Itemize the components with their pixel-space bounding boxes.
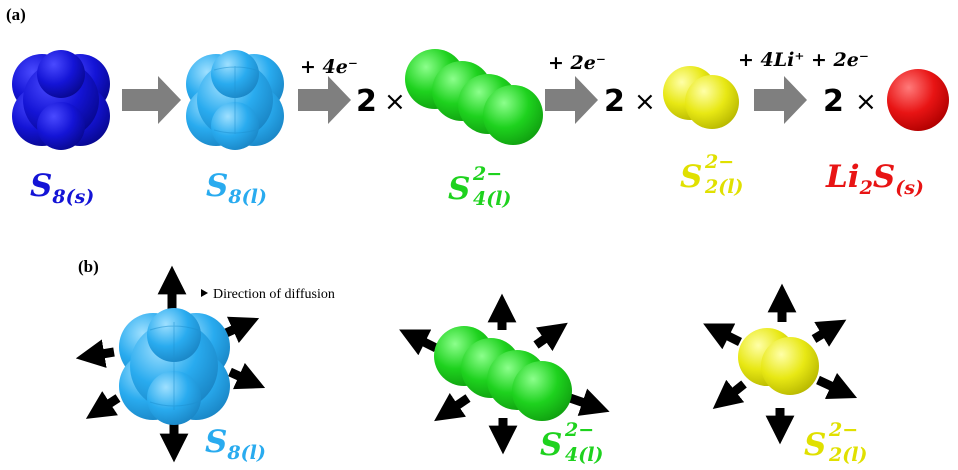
species-name: S	[680, 159, 702, 195]
species-sub: 2(l)	[704, 176, 743, 198]
times-sign-step-4: ×	[855, 87, 877, 117]
species-sub: 4(l)	[473, 188, 511, 210]
species-sup: 2−	[828, 419, 858, 441]
species-sub: 4(l)	[565, 444, 603, 466]
legend-marker-icon	[201, 289, 208, 297]
species-sub: 8(l)	[227, 186, 266, 208]
diffusion-arrow	[75, 339, 115, 368]
coefficient-step-4: 2	[823, 84, 844, 119]
species-label-b-s8-liquid: S8(l)	[205, 424, 266, 464]
species-sub: 8(l)	[226, 442, 265, 464]
diffusion-arrow	[85, 391, 121, 419]
s8-solid-molecule-icon	[12, 50, 110, 150]
species-label-b-s4: S 2− 4(l)	[540, 419, 603, 466]
reaction-arrow-4	[754, 76, 807, 124]
diffusion-arrow	[228, 362, 266, 390]
li2s-particle-icon	[887, 69, 949, 131]
species-sub: 2(l)	[828, 444, 867, 466]
species-label-li2s: Li2S(s)	[825, 159, 924, 199]
s4-chain-diffusing-icon	[399, 293, 610, 455]
diffusion-arrow	[811, 319, 847, 347]
coefficient-step-3: 2	[604, 84, 625, 119]
species-label-s4: S 2− 4(l)	[448, 163, 511, 210]
diffusion-arrow	[568, 388, 610, 416]
species-label-s2: S 2− 2(l)	[680, 151, 743, 198]
species-mid-name: S	[873, 159, 895, 195]
legend-direction-of-diffusion: Direction of diffusion	[213, 287, 335, 302]
reaction-arrow-2	[298, 76, 351, 124]
species-label-s8-liquid: S8(l)	[206, 168, 267, 208]
diffusion-arrow	[703, 323, 743, 350]
species-sub: (s)	[895, 177, 924, 199]
species-sup: 2−	[472, 163, 502, 185]
s8-liquid-molecule-icon	[186, 50, 284, 150]
coefficient-step-2: 2	[356, 84, 377, 119]
reaction-label-step-3: + 2e⁻	[548, 52, 606, 74]
s2-molecule-icon	[663, 66, 739, 129]
species-name: S	[30, 168, 52, 204]
species-sup: 2−	[704, 151, 734, 173]
diffusion-arrow	[399, 329, 439, 356]
species-label-b-s2: S 2− 2(l)	[804, 419, 867, 466]
species-sup: 2−	[564, 419, 594, 441]
diffusion-arrow	[533, 322, 568, 352]
times-sign-step-2: ×	[384, 87, 406, 117]
diffusion-arrow	[224, 316, 260, 344]
species-name: S	[448, 171, 470, 207]
s8-liquid-diffusing-icon	[75, 265, 266, 463]
reaction-label-step-2: + 4e⁻	[300, 56, 358, 78]
species-mid: 2	[859, 177, 873, 199]
panel-a-label: (a)	[6, 5, 26, 24]
species-sub: 8(s)	[51, 186, 94, 208]
species-name: S	[804, 427, 826, 463]
reaction-arrow-3	[545, 76, 598, 124]
diffusion-arrow	[712, 379, 747, 409]
species-name: Li	[825, 159, 860, 195]
times-sign-step-3: ×	[634, 87, 656, 117]
reaction-arrow-1	[122, 76, 181, 124]
s2-diffusing-icon	[703, 283, 858, 445]
species-label-s8-solid: S8(s)	[30, 168, 94, 208]
species-name: S	[205, 424, 227, 460]
s4-chain-molecule-icon	[405, 49, 543, 145]
diffusion-arrow	[434, 392, 471, 422]
diffusion-arrow	[816, 372, 858, 400]
reaction-label-step-4: + 4Li⁺ + 2e⁻	[738, 49, 869, 71]
species-name: S	[206, 168, 228, 204]
species-name: S	[540, 427, 562, 463]
panel-b-label: (b)	[78, 257, 99, 276]
